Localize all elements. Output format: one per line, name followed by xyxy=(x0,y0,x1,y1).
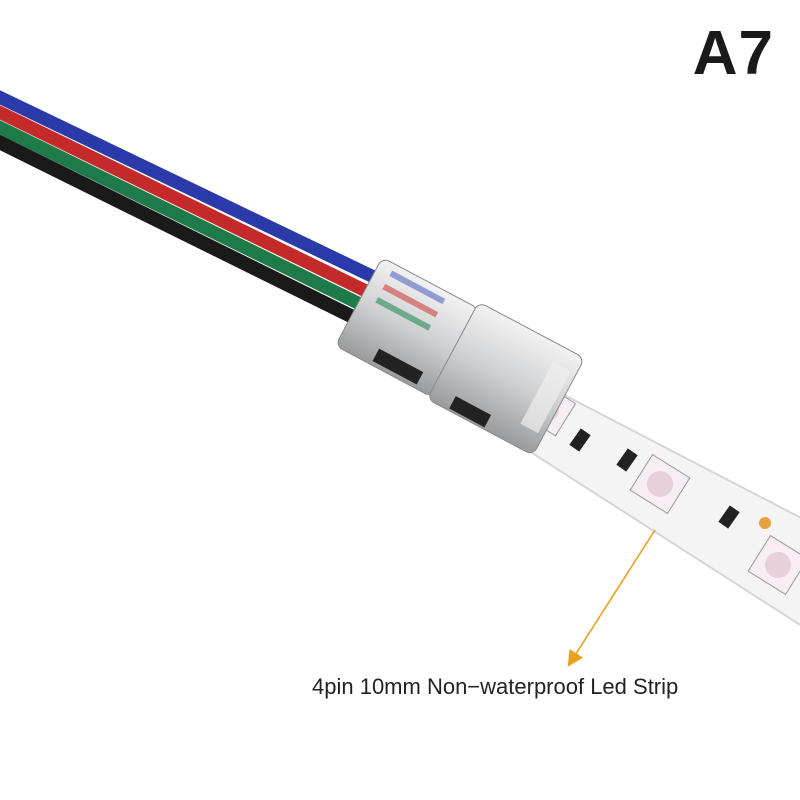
wire-green xyxy=(0,120,369,312)
model-label: A7 xyxy=(692,19,774,88)
resistor xyxy=(569,428,591,452)
solder-pad xyxy=(759,517,771,529)
resistor xyxy=(718,505,740,529)
product-caption: 4pin 10mm Non−waterproof Led Strip xyxy=(312,674,679,699)
clip-connector xyxy=(337,259,583,454)
led-strip xyxy=(513,381,800,626)
rgb-wires xyxy=(0,90,387,325)
led-chip xyxy=(747,534,800,596)
led-chip xyxy=(629,453,691,515)
wire-black xyxy=(0,134,362,325)
wire-red xyxy=(0,105,377,300)
leader-arrow xyxy=(567,529,656,667)
wire-blue xyxy=(0,90,387,287)
resistor xyxy=(616,448,638,472)
